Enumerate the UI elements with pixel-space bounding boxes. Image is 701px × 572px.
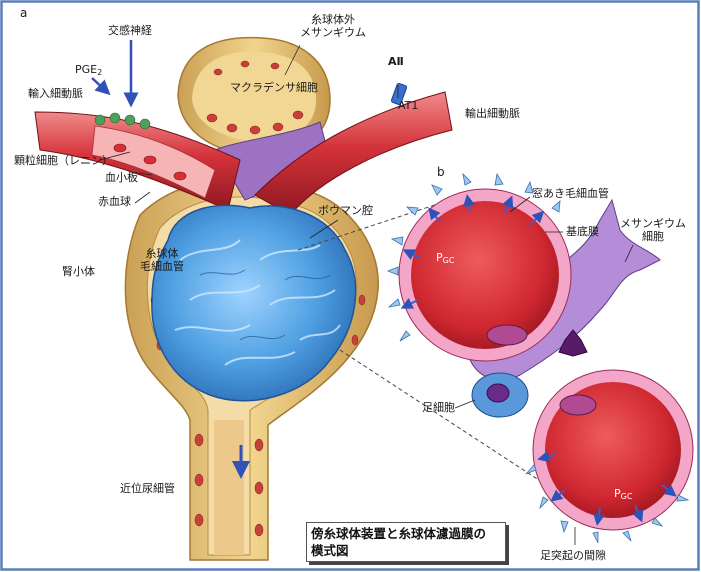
macula-densa-tubule [177, 36, 331, 157]
label-pgc-bottom-main: P [614, 487, 621, 500]
label-extraglomerular-mesangium: 糸球体外 メサンギウム [300, 13, 366, 39]
label-pgc-top-sub: GC [442, 256, 455, 265]
foot-processes-bottom [525, 464, 690, 544]
glomerulus [151, 204, 357, 402]
label-egm-line1: 糸球体外 [311, 13, 355, 26]
figure-caption: 傍糸球体装置と糸球体濾過膜の 模式図 [306, 522, 506, 562]
label-proximal-tubule: 近位尿細管 [120, 482, 175, 495]
label-bowman-space: ボウマン腔 [318, 204, 373, 217]
pge2-arrow [91, 77, 111, 96]
label-basement-membrane: 基底膜 [566, 225, 599, 238]
label-glo-cap-line2: 毛細血管 [140, 259, 184, 273]
zoom-line-top [297, 199, 451, 251]
label-mesangial-cell: メサンギウム 細胞 [620, 217, 686, 243]
label-slit-pore: 足突起の間隙 [540, 549, 606, 562]
label-platelet: 血小板 [105, 171, 138, 184]
label-podocyte: 足細胞 [422, 401, 455, 414]
label-sympathetic-nerve: 交感神経 [108, 24, 152, 37]
capillary-top [398, 188, 572, 362]
label-pgc-top: PGC [436, 251, 455, 265]
efferent-arteriole-vessel [254, 82, 453, 216]
label-pge2-main: PGE [75, 63, 98, 76]
label-glomerular-capillary: 糸球体 毛細血管 [140, 247, 184, 273]
label-afferent-arteriole: 輸入細動脈 [28, 87, 83, 100]
podocyte-cell [471, 372, 529, 418]
label-pgc-bottom-sub: GC [620, 492, 633, 501]
foot-processes-top [386, 172, 561, 342]
caption-line1: 傍糸球体装置と糸球体濾過膜の [311, 526, 487, 541]
capillary-bottom [532, 369, 694, 531]
label-angiotensin-2: AⅡ [388, 55, 404, 68]
label-fenestrated-capillary: 窓あき毛細血管 [532, 187, 609, 200]
label-macula-densa: マクラデンサ細胞 [230, 81, 318, 94]
label-pgc-bottom: PGC [614, 487, 633, 501]
label-glo-cap-line1: 糸球体 [145, 247, 179, 260]
label-renal-corpuscle: 腎小体 [62, 265, 95, 278]
panel-label-a: a [20, 6, 28, 20]
panel-label-b: b [437, 165, 445, 179]
label-pge2: PGE2 [75, 63, 103, 77]
label-pge2-sub: 2 [97, 68, 103, 77]
label-at1: AT1 [398, 99, 419, 112]
mesangial-nucleus [558, 329, 588, 357]
label-mesangial-line2: 細胞 [642, 229, 664, 243]
label-efferent-arteriole: 輸出細動脈 [465, 107, 520, 120]
caption-line2: 模式図 [311, 543, 349, 558]
label-egm-line2: メサンギウム [300, 25, 366, 39]
label-red-blood-cell: 赤血球 [98, 195, 131, 208]
label-granular-cell: 顆粒細胞（レニン） [14, 154, 113, 167]
label-mesangial-line1: メサンギウム [620, 217, 686, 230]
zoom-line-bottom [339, 349, 601, 521]
label-pgc-top-main: P [436, 251, 443, 264]
afferent-arteriole-vessel [34, 111, 241, 211]
